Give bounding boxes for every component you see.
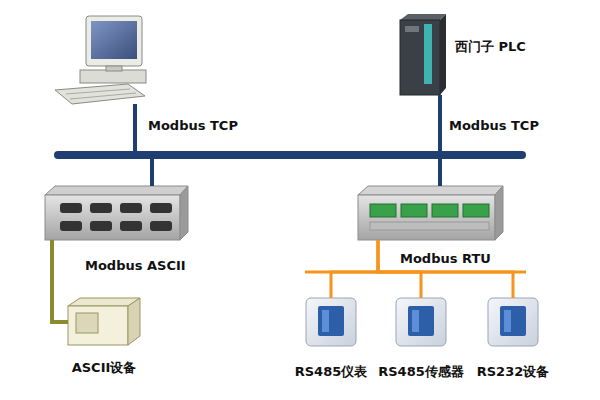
monitor-stand [106, 66, 122, 71]
field-device-icon [488, 298, 538, 346]
field-device-icon [396, 298, 446, 346]
plc-side [440, 14, 446, 95]
db9-port [60, 221, 82, 231]
device-body [306, 298, 356, 346]
tcp-link [438, 95, 442, 186]
device-body [396, 298, 446, 346]
node-caption: ASCII设备 [72, 360, 137, 376]
protocol-label: Modbus TCP [148, 118, 238, 134]
node-caption: 西门子 PLC [455, 39, 526, 55]
db9-port [120, 203, 142, 213]
device-body [488, 298, 538, 346]
db9-port [120, 221, 142, 231]
gateway-icon [45, 186, 188, 240]
device-screen [500, 306, 526, 336]
protocol-label: Modbus TCP [449, 118, 539, 134]
monitor [86, 16, 142, 66]
rtu-link [378, 240, 513, 298]
device-node: ASCII设备 [68, 298, 140, 345]
device-screen [504, 310, 511, 332]
ascii-link [52, 240, 68, 322]
plc-icon [400, 14, 446, 95]
gateway-side [180, 186, 188, 240]
monitor-screen [91, 21, 137, 59]
gateway-vent [370, 222, 489, 230]
device-node: RS485传感器 [396, 298, 446, 346]
device-side [128, 298, 140, 345]
node-caption: RS485传感器 [378, 364, 464, 380]
node-caption: RS232设备 [477, 364, 550, 380]
terminal-block [463, 204, 489, 217]
device-body [68, 306, 128, 345]
plc-led [405, 26, 419, 32]
gateway-icon [358, 186, 503, 240]
gateway-node: Modbus RTU [358, 186, 503, 240]
tcp-drop [133, 104, 137, 155]
field-device-icon [306, 298, 356, 346]
node-caption: Modbus RTU [400, 251, 491, 267]
node-caption: Modbus ASCII [85, 258, 186, 274]
keyboard [55, 84, 145, 104]
keyboard-keys [70, 93, 136, 99]
ascii-device-icon [68, 298, 140, 345]
computer-case [80, 70, 146, 83]
tcp-link [152, 95, 440, 186]
device-screen [408, 306, 434, 336]
gateway-body [358, 195, 495, 240]
node-caption: RS485仪表 [295, 364, 368, 380]
device-node: RS485仪表 [306, 298, 356, 346]
device-screen [322, 310, 329, 332]
db9-port [150, 221, 172, 231]
gateway-top [358, 186, 503, 195]
db9-port [90, 221, 112, 231]
device-node: RS232设备 [488, 298, 538, 346]
terminal-block [401, 204, 427, 217]
db9-port [60, 203, 82, 213]
db9-port [90, 203, 112, 213]
terminal-block [432, 204, 458, 217]
device-panel [76, 313, 98, 333]
plc-strip [424, 24, 432, 84]
device-screen [412, 310, 419, 332]
keyboard-keys [66, 89, 130, 94]
gateway-node: Modbus ASCII [45, 186, 188, 240]
gateway-top [45, 186, 188, 195]
device-screen [318, 306, 344, 336]
rtu-link [378, 240, 421, 298]
rtu-link [331, 240, 378, 298]
plc-top [400, 14, 446, 20]
computer-icon [55, 16, 146, 104]
gateway-body [45, 195, 180, 240]
db9-port [150, 203, 172, 213]
plc-node: 西门子 PLC [400, 15, 446, 95]
plc-body [400, 20, 440, 95]
gateway-side [495, 186, 503, 240]
terminal-block [370, 204, 396, 217]
